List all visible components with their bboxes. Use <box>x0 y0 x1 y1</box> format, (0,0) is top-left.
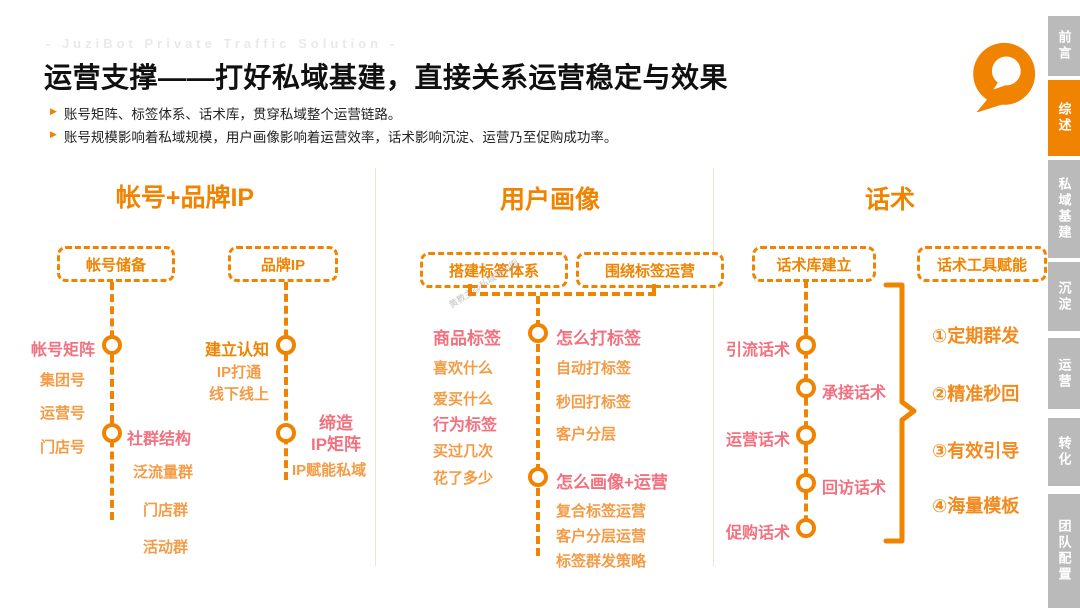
bullet-triangle-icon: ▶ <box>50 106 57 116</box>
label-purchase-times: 买过几次 <box>433 443 494 460</box>
column-divider <box>375 168 376 566</box>
label-how-to-tag: 怎么打标签 <box>556 329 641 348</box>
column-title-persona: 用户画像 <box>499 186 600 214</box>
sidebar-tab-zhuanhua[interactable]: 转化 <box>1048 418 1080 486</box>
tab-label: 私域基建 <box>1056 177 1072 241</box>
timeline-node <box>796 473 816 493</box>
connector-line <box>468 292 656 296</box>
label-behavior-tag: 行为标签 <box>433 417 498 434</box>
label-product-tag: 商品标签 <box>433 329 501 348</box>
tool-precise-quickreply: ②精准秒回 <box>932 384 1020 404</box>
sidebar-tab-tuanduipeizhi[interactable]: 团队配置 <box>1048 494 1080 608</box>
timeline-node <box>796 335 816 355</box>
label-store-account: 门店号 <box>40 439 86 456</box>
label-traffic-group: 泛流量群 <box>133 464 194 481</box>
label-buys-what: 爱买什么 <box>433 391 494 408</box>
timeline-node <box>796 518 816 538</box>
label-tag-broadcast-strategy: 标签群发策略 <box>556 553 647 570</box>
timeline-line <box>284 282 288 480</box>
bullet-text: 账号规模影响着私域规模，用户画像影响着运营效率，话术影响沉淀、运营乃至促购成功率… <box>63 130 618 145</box>
timeline-node <box>796 425 816 445</box>
page-title: 运营支撑——打好私域基建，直接关系运营稳定与效果 <box>44 62 729 93</box>
juzibot-speech-bubble-logo-icon <box>973 42 1036 112</box>
bullet-line: ▶ 账号规模影响着私域规模，用户画像影响着运营效率，话术影响沉淀、运营乃至促购成… <box>50 126 617 146</box>
timeline-node <box>528 323 548 343</box>
tab-label: 运营 <box>1056 357 1072 390</box>
group-bracket <box>883 282 917 544</box>
timeline-node <box>102 335 122 355</box>
box-brand-ip: 品牌IP <box>228 246 338 282</box>
column-divider <box>713 168 714 566</box>
column-title-scripts: 话术 <box>864 186 915 214</box>
label-revisit-script: 回访话术 <box>822 480 887 497</box>
label-ip-empower: IP赋能私域 <box>292 462 367 479</box>
box-build-tag-system: 搭建标签体系 <box>420 252 568 288</box>
label-promo-script: 促购话术 <box>726 525 791 542</box>
label-build-awareness: 建立认知 <box>205 342 270 359</box>
label-create-ip-matrix: 缔造 IP矩阵 <box>310 414 362 455</box>
timeline-node <box>276 335 296 355</box>
label-store-group: 门店群 <box>143 502 189 519</box>
label-traffic-script: 引流话术 <box>726 342 791 359</box>
bullet-line: ▶ 账号矩阵、标签体系、话术库，贯穿私域整个运营链路。 <box>50 103 401 123</box>
timeline-node <box>528 467 548 487</box>
connector-line <box>652 284 656 294</box>
timeline-node <box>796 378 816 398</box>
sidebar-tab-zongshu[interactable]: 综述 <box>1048 80 1080 156</box>
timeline-node <box>102 423 122 443</box>
box-account-reserve: 帐号储备 <box>57 246 175 282</box>
tab-label: 前言 <box>1056 30 1072 62</box>
sidebar-tab-chendian[interactable]: 沉淀 <box>1048 262 1080 331</box>
sidebar-tab-qianyan[interactable]: 前言 <box>1048 16 1080 76</box>
label-customer-layering: 客户分层 <box>556 426 617 443</box>
box-script-library: 话术库建立 <box>752 246 876 282</box>
tab-label: 团队配置 <box>1056 519 1072 583</box>
label-likes-what: 喜欢什么 <box>433 360 494 377</box>
label-composite-tag-ops: 复合标签运营 <box>556 503 647 520</box>
tool-scheduled-broadcast: ①定期群发 <box>932 326 1020 346</box>
timeline-line <box>110 282 114 520</box>
label-group-account: 集团号 <box>40 372 86 389</box>
box-tag-operation: 围绕标签运营 <box>576 252 724 288</box>
tool-effective-guidance: ③有效引导 <box>932 441 1020 461</box>
timeline-line <box>804 280 808 535</box>
column-title-accounts: 帐号+品牌IP <box>115 184 255 212</box>
label-account-matrix: 帐号矩阵 <box>31 342 96 359</box>
box-script-tools: 话术工具赋能 <box>917 246 1047 282</box>
tab-label: 综述 <box>1056 102 1072 134</box>
sidebar-tab-siyujijian[interactable]: 私域基建 <box>1048 160 1080 258</box>
label-persona-operation: 怎么画像+运营 <box>556 473 668 492</box>
timeline-node <box>276 423 296 443</box>
label-activity-group: 活动群 <box>143 539 189 556</box>
tab-label: 沉淀 <box>1056 280 1072 313</box>
tab-label: 转化 <box>1056 436 1072 468</box>
timeline-line <box>536 296 540 556</box>
label-community-structure: 社群结构 <box>127 431 192 448</box>
eyebrow-text: - JuziBot Private Traffic Solution - <box>46 36 399 51</box>
label-auto-tag: 自动打标签 <box>556 360 632 377</box>
label-layering-ops: 客户分层运营 <box>556 528 647 545</box>
label-quickreply-tag: 秒回打标签 <box>556 394 632 411</box>
label-ip-online-offline: IP打通 线下线上 <box>208 364 269 403</box>
sidebar-tab-yunying[interactable]: 运营 <box>1048 338 1080 409</box>
tool-massive-templates: ④海量模板 <box>932 496 1020 516</box>
connector-line <box>468 284 472 294</box>
label-receiving-script: 承接话术 <box>822 385 887 402</box>
label-ops-account: 运营号 <box>40 405 86 422</box>
label-operation-script: 运营话术 <box>726 432 791 449</box>
bullet-text: 账号矩阵、标签体系、话术库，贯穿私域整个运营链路。 <box>63 107 402 122</box>
bullet-triangle-icon: ▶ <box>50 129 57 139</box>
label-spend-amount: 花了多少 <box>433 470 494 487</box>
